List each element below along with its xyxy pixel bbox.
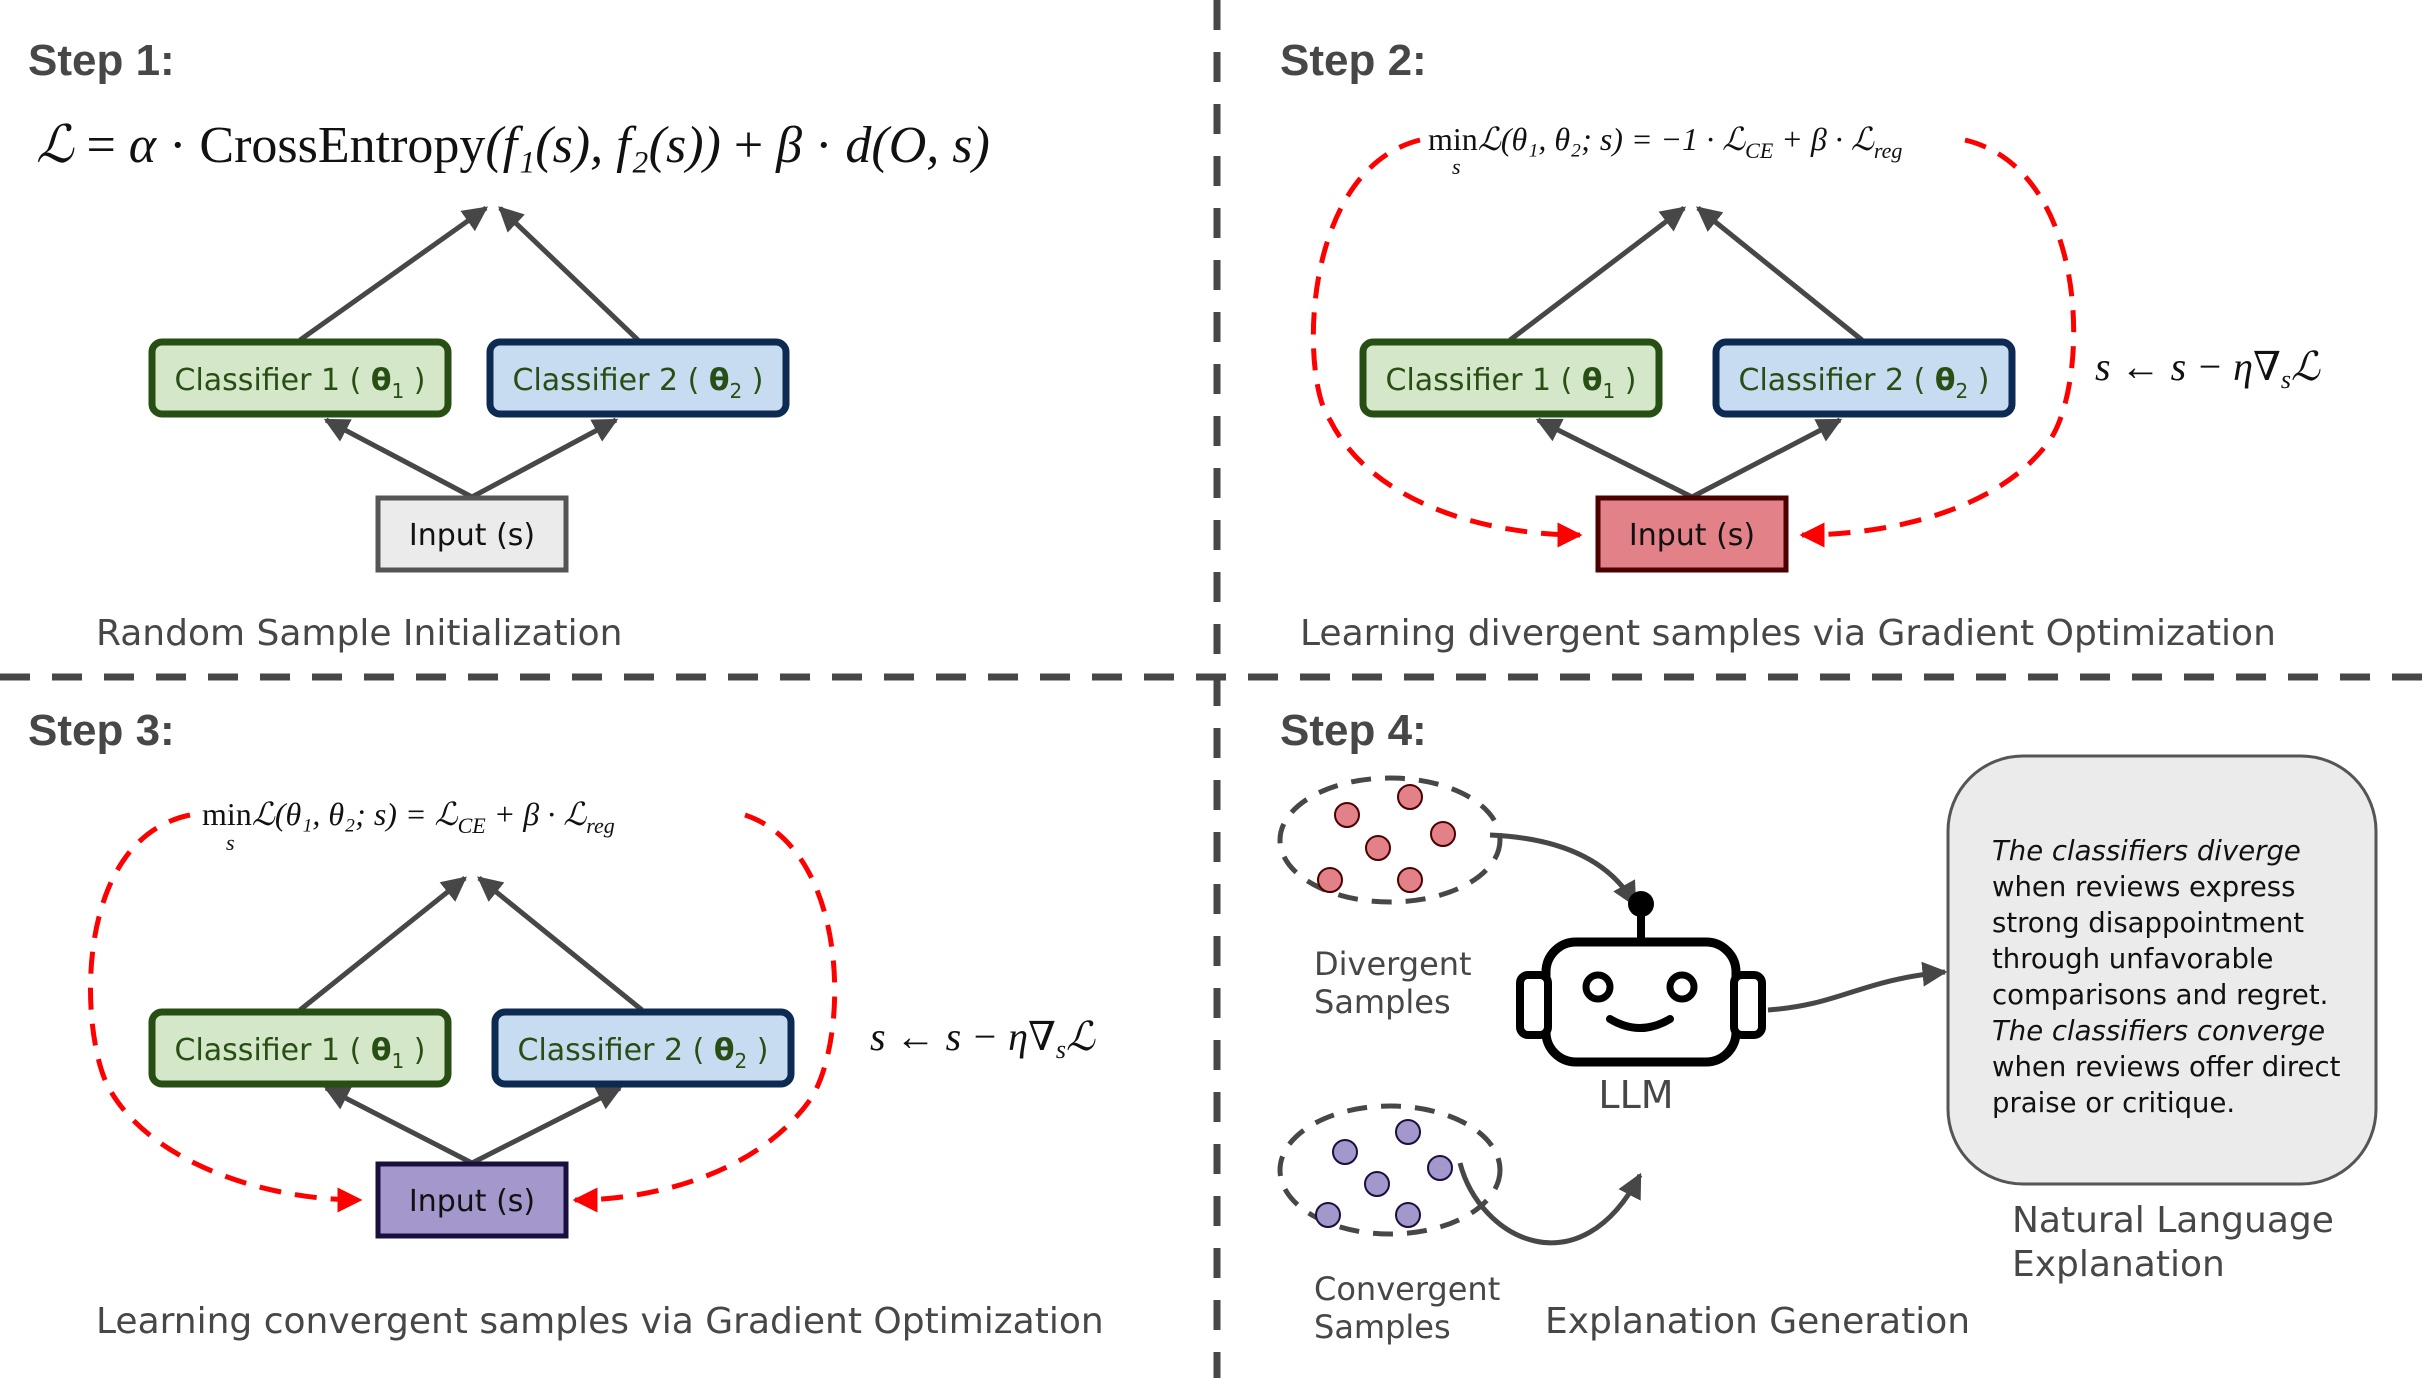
robot-icon <box>1516 891 1766 1067</box>
step2-arrow-input-to-c2 <box>1690 417 1843 500</box>
svg-text:s: s <box>226 830 235 855</box>
step1-classifier1-box: Classifier 1 ( θ1 ) <box>148 338 452 418</box>
step1-classifier2-box: Classifier 2 ( θ2 ) <box>486 338 790 418</box>
step2-update-rule: s ← s − η∇sℒ <box>2095 344 2321 394</box>
convergent-sample-dot <box>1332 1139 1358 1165</box>
step2-arrow-c1-to-output <box>1508 206 1686 342</box>
convergent-sample-dot <box>1364 1171 1390 1197</box>
convergent-sample-dot <box>1395 1202 1421 1228</box>
divergent-sample-dot <box>1317 867 1343 893</box>
svg-text:Input (s): Input (s) <box>1629 518 1755 553</box>
step3-left-gradient-loop <box>88 812 363 1213</box>
svg-text:Classifier 2 ( θ2 ): Classifier 2 ( θ2 ) <box>1739 363 1990 403</box>
step2-objective-formula: minℒ(θ₁, θ₂; s) = −1 · ℒCE + β · ℒreg s <box>1428 121 1902 179</box>
divergent-to-llm-arrow <box>1489 832 1638 908</box>
convergent-sample-dot <box>1395 1119 1421 1145</box>
step1-loss-formula: ℒ = α · CrossEntropy(f₁(s), f₂(s)) + β ·… <box>36 117 990 174</box>
step3-arrow-c1-to-output <box>298 876 467 1012</box>
svg-text:Classifier 2 ( θ2 ): Classifier 2 ( θ2 ) <box>513 363 764 403</box>
step3-classifier1-box: Classifier 1 ( θ1 ) <box>148 1008 452 1088</box>
step4-caption: Explanation Generation <box>1545 1301 1970 1342</box>
step3-title: Step 3: <box>28 706 175 755</box>
step3-right-gradient-loop <box>572 812 838 1213</box>
convergent-sample-dot <box>1315 1202 1341 1228</box>
divergent-sample-dot <box>1365 835 1391 861</box>
divergent-sample-dot <box>1397 867 1423 893</box>
svg-text:Classifier 1 ( θ1 ): Classifier 1 ( θ1 ) <box>175 363 426 403</box>
step3-objective-formula: minℒ(θ₁, θ₂; s) = ℒCE + β · ℒreg s <box>202 796 615 855</box>
llm-to-explanation-arrow <box>1767 961 1948 1013</box>
step3-arrow-input-to-c1 <box>323 1085 474 1166</box>
divergent-samples-cluster <box>1277 775 1503 905</box>
svg-text:Classifier 1 ( θ1 ): Classifier 1 ( θ1 ) <box>175 1033 426 1073</box>
step2-right-gradient-loop <box>1799 137 2077 548</box>
svg-text:Classifier 1 ( θ1 ): Classifier 1 ( θ1 ) <box>1386 363 1637 403</box>
svg-text:minℒ(θ₁, θ₂; s) = ℒCE + β · ℒr: minℒ(θ₁, θ₂; s) = ℒCE + β · ℒreg <box>202 796 615 838</box>
step2-arrow-c2-to-output <box>1696 206 1864 342</box>
step1-arrow-input-to-c1 <box>323 417 474 500</box>
llm-label: LLM <box>1598 1073 1673 1117</box>
step2-classifier2-box: Classifier 2 ( θ2 ) <box>1712 338 2016 418</box>
step3-update-rule: s ← s − η∇sℒ <box>870 1014 1096 1064</box>
step3-arrow-input-to-c2 <box>470 1085 623 1166</box>
step2-panel: Step 2: minℒ(θ₁, θ₂; s) = −1 · ℒCE + β ·… <box>1280 36 2321 654</box>
svg-text:Input (s): Input (s) <box>409 1184 535 1219</box>
step3-arrow-c2-to-output <box>477 876 644 1012</box>
step3-panel: Step 3: minℒ(θ₁, θ₂; s) = ℒCE + β · ℒreg… <box>28 706 1104 1342</box>
step1-title: Step 1: <box>28 36 175 85</box>
step2-caption: Learning divergent samples via Gradient … <box>1300 613 2276 654</box>
step2-classifier1-box: Classifier 1 ( θ1 ) <box>1359 338 1663 418</box>
step3-classifier2-box: Classifier 2 ( θ2 ) <box>491 1008 795 1088</box>
svg-text:minℒ(θ₁, θ₂; s) = −1 · ℒCE + β: minℒ(θ₁, θ₂; s) = −1 · ℒCE + β · ℒreg <box>1428 121 1902 163</box>
svg-text:s: s <box>1452 154 1461 179</box>
convergent-to-llm-arrow <box>1457 1162 1643 1246</box>
explanation-text: The classifiers diverge when reviews exp… <box>1992 835 2349 1119</box>
step1-arrow-c1-to-output <box>298 205 489 343</box>
explanation-box: The classifiers diverge when reviews exp… <box>1946 754 2378 1186</box>
step1-arrow-input-to-c2 <box>470 417 619 500</box>
convergent-samples-cluster <box>1277 1103 1503 1237</box>
step2-title: Step 2: <box>1280 36 1427 85</box>
step2-input-box: Input (s) <box>1595 495 1789 573</box>
svg-text:Input (s): Input (s) <box>409 518 535 553</box>
divergent-sample-dot <box>1334 802 1360 828</box>
step1-panel: Step 1: ℒ = α · CrossEntropy(f₁(s), f₂(s… <box>28 36 990 654</box>
step2-left-gradient-loop <box>1310 137 1583 548</box>
step1-arrow-c2-to-output <box>498 206 640 342</box>
step3-input-box: Input (s) <box>375 1161 569 1239</box>
divergent-sample-dot <box>1397 784 1423 810</box>
step2-arrow-input-to-c1 <box>1535 417 1694 500</box>
step4-title: Step 4: <box>1280 706 1427 755</box>
divergent-sample-dot <box>1430 821 1456 847</box>
convergent-sample-dot <box>1427 1155 1453 1181</box>
step1-caption: Random Sample Initialization <box>96 613 622 654</box>
svg-text:Classifier 2 ( θ2 ): Classifier 2 ( θ2 ) <box>518 1033 769 1073</box>
step1-input-box: Input (s) <box>375 495 569 573</box>
step3-caption: Learning convergent samples via Gradient… <box>96 1301 1104 1342</box>
